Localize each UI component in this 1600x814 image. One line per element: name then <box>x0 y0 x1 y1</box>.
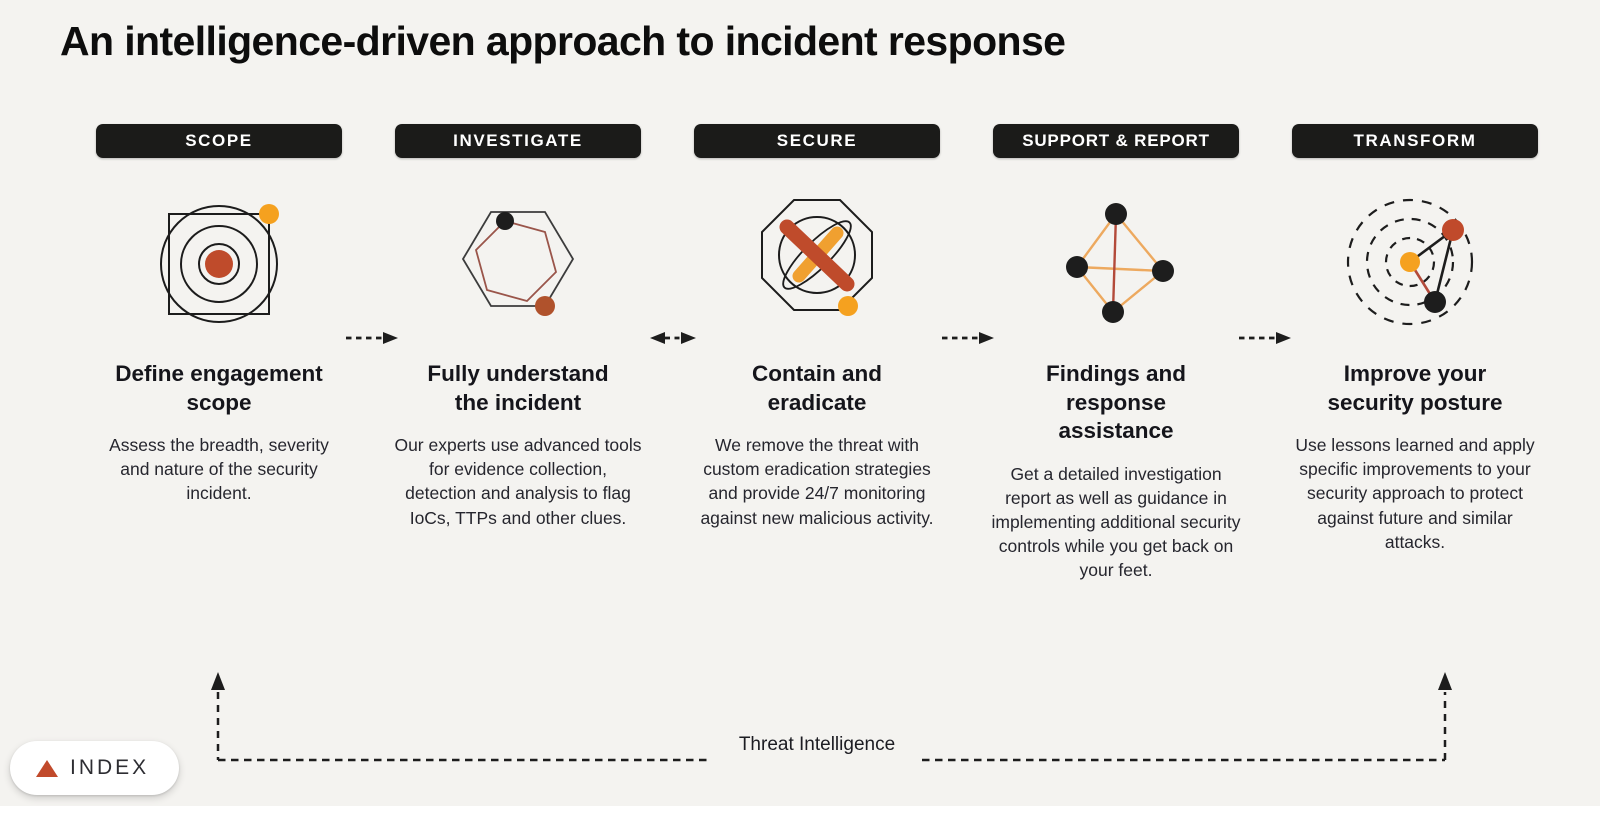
stage-heading: Fully understand the incident <box>427 361 609 415</box>
target-scope-icon <box>144 158 294 360</box>
stage-description: We remove the threat with custom eradica… <box>700 435 934 528</box>
stage-heading: Findings and response assistance <box>1046 361 1186 444</box>
network-support-icon <box>1041 158 1191 360</box>
stage-heading: Improve your security posture <box>1327 361 1503 415</box>
orbit-transform-icon <box>1340 158 1490 360</box>
stages-row: SCOPE Define engagement scope Assess the… <box>79 124 1555 582</box>
hexagon-investigate-icon <box>443 158 593 360</box>
stage-scope: SCOPE Define engagement scope Assess the… <box>79 124 359 582</box>
stage-badge: SCOPE <box>96 124 342 158</box>
index-button-label: INDEX <box>70 756 150 779</box>
stage-secure: SECURE Contain and eradicate We remove t… <box>677 124 957 582</box>
stage-description: Use lessons learned and apply specific i… <box>1295 435 1535 552</box>
dashed-arrow-double-icon <box>643 331 703 350</box>
stage-investigate: INVESTIGATE Fully understand the inciden… <box>378 124 658 582</box>
stage-badge: SECURE <box>694 124 940 158</box>
stage-description: Our experts use advanced tools for evide… <box>394 435 642 528</box>
stage-badge: SUPPORT & REPORT <box>993 124 1239 158</box>
stage-heading: Contain and eradicate <box>752 361 882 415</box>
triangle-up-icon <box>36 759 58 777</box>
stage-heading: Define engagement scope <box>115 361 323 415</box>
stage-badge: TRANSFORM <box>1292 124 1538 158</box>
octagon-secure-icon <box>742 158 892 360</box>
stage-description: Assess the breadth, severity and nature … <box>109 435 329 504</box>
index-button[interactable]: INDEX <box>10 741 180 795</box>
dashed-arrow-right-icon <box>941 331 995 350</box>
page-title: An intelligence-driven approach to incid… <box>60 18 1066 64</box>
stage-description: Get a detailed investigation report as w… <box>991 463 1241 581</box>
stage-transform: TRANSFORM Improve your security posture … <box>1275 124 1555 582</box>
threat-intelligence-loop <box>211 672 1452 762</box>
stage-badge: INVESTIGATE <box>395 124 641 158</box>
dashed-arrow-right-icon <box>1238 331 1292 350</box>
dashed-arrow-right-icon <box>345 331 399 350</box>
stage-support-report: SUPPORT & REPORT Findings and response a… <box>976 124 1256 582</box>
threat-intelligence-label: Threat Intelligence <box>738 734 896 755</box>
